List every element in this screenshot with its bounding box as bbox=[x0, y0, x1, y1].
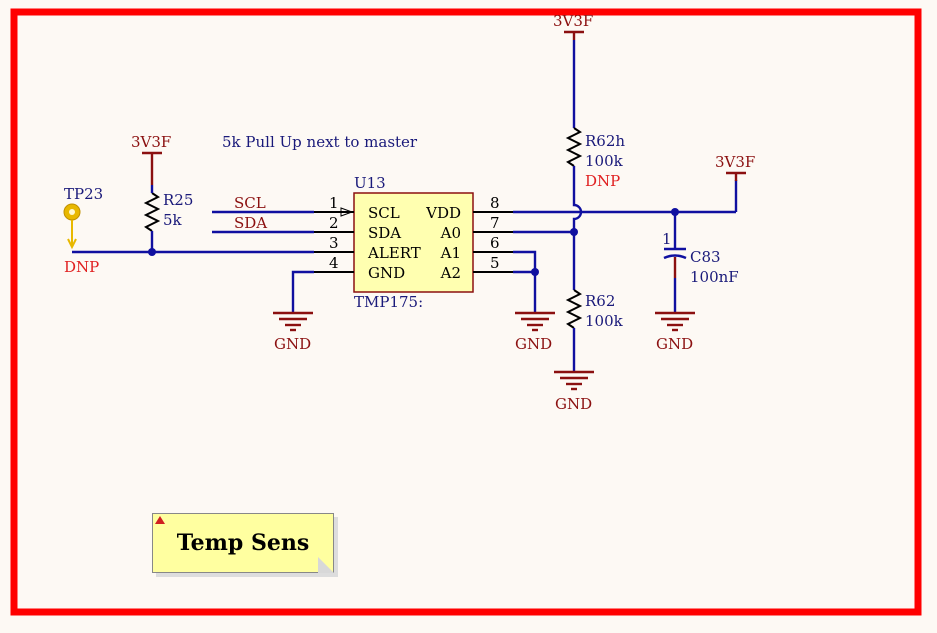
u13-pin-num: 3 bbox=[329, 234, 339, 252]
tp23-ref: TP23 bbox=[64, 185, 103, 203]
u13-pin-name: ALERT bbox=[367, 244, 421, 262]
r62h-value: 100k bbox=[585, 152, 624, 170]
u13-pin-num: 7 bbox=[490, 214, 500, 232]
r62-ref: R62 bbox=[585, 292, 615, 310]
u13-pin-name: SCL bbox=[368, 204, 400, 222]
c83-value: 100nF bbox=[690, 268, 739, 286]
r62h-ref: R62h bbox=[585, 132, 625, 150]
a1-gnd-wire bbox=[513, 250, 537, 312]
scl-net-label: SCL bbox=[234, 194, 266, 212]
c83-ref: C83 bbox=[690, 248, 721, 266]
tp23-dnp: DNP bbox=[64, 258, 99, 276]
testpoint-tp23[interactable] bbox=[63, 203, 81, 250]
u13-pin-num: 5 bbox=[490, 254, 500, 272]
clock-pin-marker bbox=[340, 207, 354, 217]
u13-left-pin-lines bbox=[314, 211, 354, 273]
u13-pin-num: 6 bbox=[490, 234, 500, 252]
u13-pin-name: GND bbox=[368, 264, 405, 282]
c83-gnd-label: GND bbox=[656, 335, 693, 353]
u13-pin-num: 1 bbox=[329, 194, 339, 212]
sheet-border bbox=[10, 8, 922, 616]
u13-pin-name: A2 bbox=[440, 264, 461, 282]
r62-resistor[interactable] bbox=[565, 289, 583, 329]
r62h-dnp: DNP bbox=[585, 172, 620, 190]
c83-plate[interactable] bbox=[663, 254, 687, 260]
u13-pin-num: 4 bbox=[329, 254, 339, 272]
u13-body[interactable] bbox=[353, 192, 474, 293]
u13-ref: U13 bbox=[354, 174, 386, 192]
r25-value: 5k bbox=[163, 211, 183, 229]
u13-pin-name: A1 bbox=[440, 244, 461, 262]
note-collapse-icon[interactable] bbox=[155, 516, 165, 524]
sda-net-label: SDA bbox=[234, 214, 267, 232]
u13-part: TMP175: bbox=[354, 293, 423, 311]
pullup-annotation: 5k Pull Up next to master bbox=[222, 133, 418, 151]
r62h-bottom-wire bbox=[572, 166, 583, 232]
r25-ref: R25 bbox=[163, 191, 193, 209]
ground-symbol bbox=[655, 311, 695, 332]
c83-pin-num: 1 bbox=[662, 230, 672, 248]
c83-power-label: 3V3F bbox=[715, 153, 755, 171]
r62h-power-label: 3V3F bbox=[553, 12, 593, 30]
r25-resistor[interactable] bbox=[143, 192, 161, 232]
note-fold-corner bbox=[318, 557, 334, 573]
r62h-resistor[interactable] bbox=[565, 127, 583, 167]
r62-gnd-label: GND bbox=[555, 395, 592, 413]
u13-pin-name: VDD bbox=[425, 204, 461, 222]
r62-value: 100k bbox=[585, 312, 624, 330]
u13-right-pin-lines bbox=[473, 211, 513, 273]
u13-pin-num: 8 bbox=[490, 194, 500, 212]
r25-power-label: 3V3F bbox=[131, 133, 171, 151]
sheet-note[interactable]: Temp Sens bbox=[152, 513, 334, 573]
ground-symbol bbox=[515, 311, 555, 332]
addr-gnd-label: GND bbox=[515, 335, 552, 353]
junction bbox=[148, 248, 156, 256]
u13-pin-num: 2 bbox=[329, 214, 339, 232]
ground-symbol bbox=[273, 311, 313, 332]
junction bbox=[531, 268, 539, 276]
u13-gnd-label: GND bbox=[274, 335, 311, 353]
ground-symbol bbox=[554, 370, 594, 391]
u13-pin-name: A0 bbox=[440, 224, 461, 242]
note-label: Temp Sens bbox=[176, 530, 310, 556]
u13-pin-name: SDA bbox=[368, 224, 401, 242]
u13-gnd-wire bbox=[291, 270, 314, 312]
